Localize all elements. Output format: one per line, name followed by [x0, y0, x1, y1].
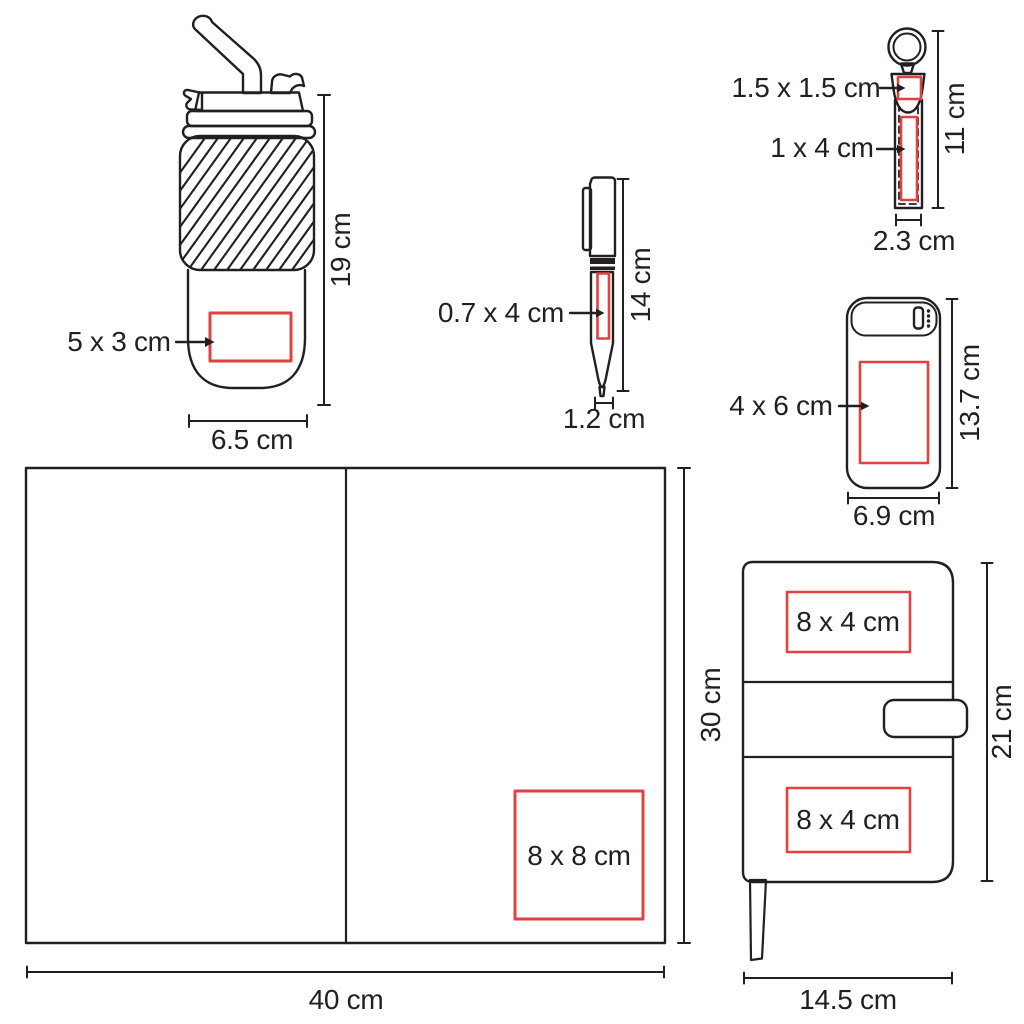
power-bank-body [845, 296, 942, 490]
notebook-print-area-top [785, 590, 912, 654]
pen-print-area-label: 0.7 x 4 cm [437, 297, 565, 328]
open-folder-height-dimension-line [677, 467, 691, 944]
tumbler-print-area-label: 5 x 3 cm [67, 326, 171, 357]
pen-clip [581, 186, 593, 252]
pen-band [590, 258, 615, 264]
tumbler-arrowhead-icon [205, 337, 215, 347]
pen-drawing [568, 176, 630, 410]
open-folder-print-area [513, 789, 645, 921]
power-bank-height-label: 13.7 cm [954, 344, 985, 442]
keychain-drawing [875, 27, 945, 227]
power-bank-print-area-label: 4 x 6 cm [729, 390, 833, 421]
notebook-height-label: 21 cm [986, 684, 1017, 760]
pen-cap [588, 176, 617, 258]
tumbler-straw [191, 14, 263, 95]
keychain-print-area-strap-label: 1 x 4 cm [770, 132, 874, 163]
open-folder-width-dimension-line [26, 965, 665, 979]
pen-height-label: 14 cm [625, 247, 656, 323]
power-bank-width-dimension-line [847, 491, 940, 505]
led-indicator-dots [926, 309, 931, 328]
power-bank-top-section [850, 301, 938, 337]
power-bank-arrowhead-icon [861, 401, 870, 411]
tumbler-body [186, 268, 307, 390]
power-bank-height-dimension-line [945, 298, 959, 489]
tumbler-height-label: 19 cm [325, 212, 356, 288]
notebook-drawing [741, 560, 994, 985]
pen-band-thin [590, 266, 615, 270]
tumbler-lid-latch [182, 88, 204, 112]
keychain-width-dimension-line [895, 213, 922, 227]
open-folder-width-label: 40 cm [308, 984, 384, 1015]
notebook-clasp [882, 698, 969, 739]
open-folder-print-area-label: 8 x 8 cm [527, 840, 631, 871]
usb-port-icon [912, 306, 925, 330]
tumbler-lid-flip-spout [269, 72, 306, 95]
tumbler-width-label: 6.5 cm [210, 424, 294, 455]
notebook-width-dimension-line [743, 971, 953, 985]
keychain-height-label: 11 cm [939, 82, 970, 156]
notebook-print-area-top-label: 8 x 4 cm [796, 606, 900, 637]
open-folder-height-label: 30 cm [695, 667, 726, 743]
keychain-height-dimension-line [931, 30, 945, 209]
notebook-width-label: 14.5 cm [799, 984, 897, 1015]
notebook-print-area-bottom-label: 8 x 4 cm [796, 804, 900, 835]
pen-width-label: 1.2 cm [562, 403, 646, 434]
pen-height-dimension-line [616, 178, 630, 392]
open-folder-drawing [24, 466, 691, 979]
pen-arrowhead-icon [596, 308, 605, 318]
keychain-width-label: 2.3 cm [872, 225, 956, 256]
keychain-ring-outer [887, 27, 927, 67]
keychain-top-arrowhead-icon [897, 83, 906, 93]
tumbler-lid-rim [185, 109, 314, 128]
keychain-print-area-top-label: 1.5 x 1.5 cm [731, 72, 881, 103]
notebook-print-area-bottom [785, 786, 912, 854]
notebook-cover [741, 560, 955, 884]
keychain-ring-inner [892, 32, 922, 62]
notebook-height-dimension-line [980, 562, 994, 882]
tumbler-lid-band [181, 124, 317, 140]
power-bank-print-area [858, 360, 930, 465]
pen-print-area [596, 272, 611, 340]
tumbler-lid [193, 91, 305, 113]
arrow-heads [205, 83, 906, 411]
power-bank-width-label: 6.9 cm [852, 500, 936, 531]
tumbler-print-area [208, 311, 293, 363]
pen-tip [598, 385, 606, 398]
notebook-bookmark-ribbon [748, 878, 768, 962]
power-bank-drawing [837, 296, 959, 505]
tumbler-height-dimension-line [317, 94, 331, 406]
keychain-strap-arrowhead-icon [897, 144, 906, 154]
tumbler-drawing [174, 14, 331, 428]
pen-width-dimension-line [594, 396, 614, 410]
tumbler-sleeve-hatching [180, 136, 314, 270]
tumbler-width-dimension-line [188, 414, 308, 428]
keychain-print-area-strap [899, 115, 919, 202]
